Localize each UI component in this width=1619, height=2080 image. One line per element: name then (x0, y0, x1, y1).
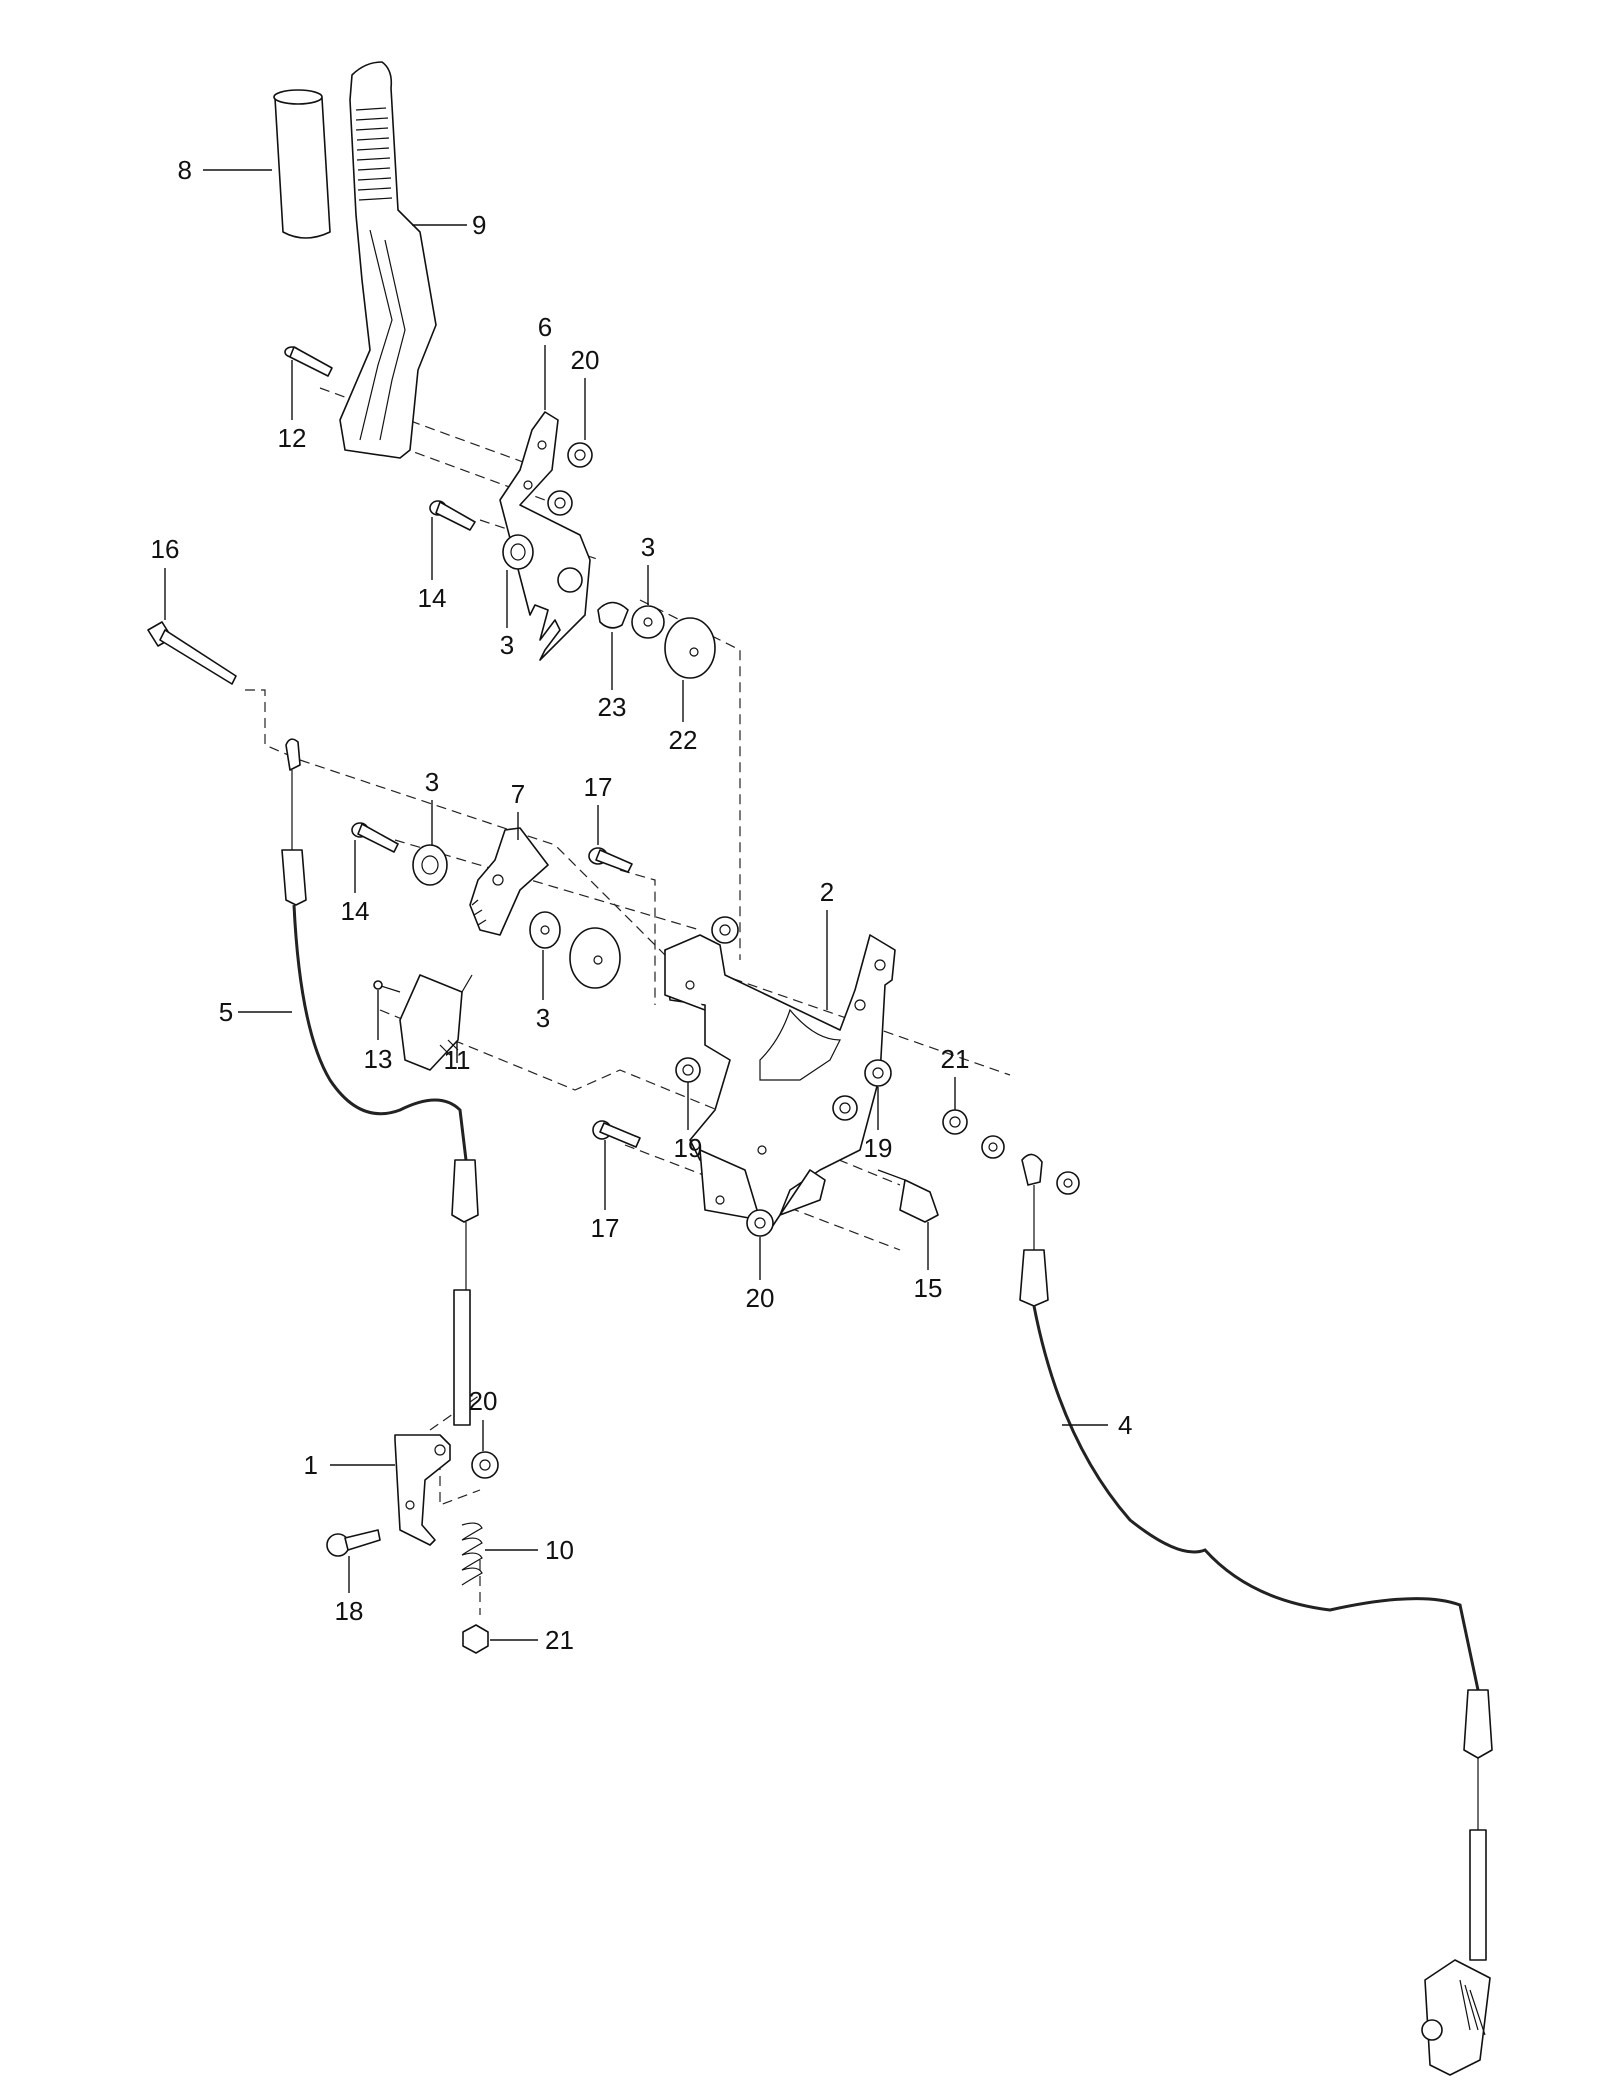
callout-20: 20 (469, 1386, 498, 1416)
part-21-nut-lower (462, 1624, 489, 1654)
callout-13: 13 (364, 1044, 393, 1074)
callout-11: 11 (444, 1045, 471, 1075)
part-14-bolt-upper (429, 500, 476, 531)
part-5-cable (281, 738, 479, 1426)
grip-ridges (355, 117, 393, 201)
callout-19: 19 (674, 1133, 703, 1163)
part-9-handle-lever (339, 61, 437, 459)
callout-7: 7 (511, 779, 525, 809)
part-13-screw (373, 980, 401, 993)
part-7-gear (469, 827, 549, 936)
part-3-bushing-upper (502, 534, 534, 570)
part-4-cable (1019, 1153, 1493, 2076)
part-large-washer-lower (569, 927, 621, 989)
callout-labels: 8 9 6 20 12 16 14 3 3 23 22 3 7 17 2 14 … (151, 155, 1133, 1655)
callout-21: 21 (545, 1625, 574, 1655)
right-side-nuts (942, 1109, 1080, 1195)
callout-20: 20 (571, 345, 600, 375)
part-14-bolt-lower (351, 822, 399, 853)
part-15-bolt (877, 1169, 939, 1223)
part-8-tube (273, 89, 331, 239)
callout-17: 17 (591, 1213, 620, 1243)
part-12-pin (284, 346, 333, 377)
callout-9: 9 (472, 210, 486, 240)
part-6-ratchet-plate (499, 411, 591, 661)
part-2-bracket (664, 934, 896, 1231)
part-20-nuts-upper (547, 442, 593, 516)
bracket-nuts (675, 916, 892, 1237)
part-3-bushing-lower (412, 844, 448, 886)
callout-8: 8 (178, 155, 192, 185)
part-16-long-bolt (147, 621, 237, 685)
callout-19: 19 (864, 1133, 893, 1163)
part-10-spring (461, 1522, 483, 1586)
callout-15: 15 (914, 1273, 943, 1303)
callout-1: 1 (304, 1450, 318, 1480)
callout-14: 14 (341, 896, 370, 926)
callout-20: 20 (746, 1283, 775, 1313)
part-3-washer-upper (631, 605, 665, 639)
part-3-washer-lower (529, 911, 561, 949)
part-17-bolt-upper (588, 847, 633, 873)
callout-21: 21 (941, 1044, 970, 1074)
assembly-guide-lines (245, 387, 1011, 1615)
callout-3: 3 (536, 1003, 550, 1033)
callout-leader-lines (164, 169, 1108, 1641)
part-11-switch (399, 974, 473, 1071)
callout-6: 6 (538, 312, 552, 342)
part-20-nut-lower (471, 1451, 499, 1479)
callout-14: 14 (418, 583, 447, 613)
callout-18: 18 (335, 1596, 364, 1626)
callout-12: 12 (278, 423, 307, 453)
part-23-ring (597, 601, 629, 629)
callout-2: 2 (820, 877, 834, 907)
callout-22: 22 (669, 725, 698, 755)
callout-10: 10 (545, 1535, 574, 1565)
callout-5: 5 (219, 997, 233, 1027)
callout-3: 3 (500, 630, 514, 660)
callout-17: 17 (584, 772, 613, 802)
callout-4: 4 (1118, 1410, 1132, 1440)
part-22-washer (664, 617, 716, 679)
part-1-bracket (394, 1434, 451, 1546)
callout-16: 16 (151, 534, 180, 564)
callout-3: 3 (425, 767, 439, 797)
part-17-bolt-lower (592, 1120, 641, 1148)
part-18-bolt (326, 1529, 381, 1557)
callout-23: 23 (598, 692, 627, 722)
callout-3: 3 (641, 532, 655, 562)
